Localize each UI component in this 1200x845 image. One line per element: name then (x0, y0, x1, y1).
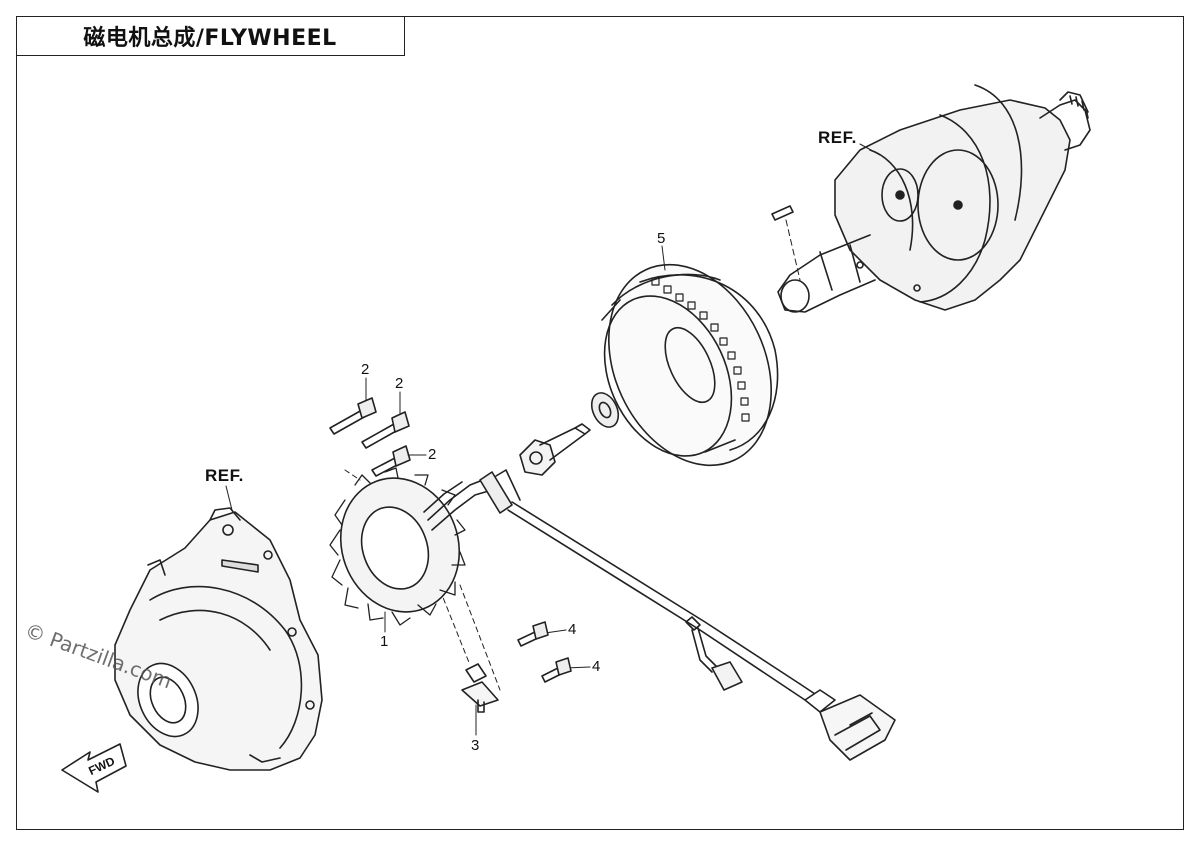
callout-4a: 4 (568, 621, 577, 638)
callout-2a: 2 (361, 361, 370, 378)
stator-bolts (329, 397, 411, 477)
flywheel-rotor (601, 263, 779, 467)
woodruff-key (771, 205, 801, 281)
washer (590, 392, 620, 428)
ref-label-crankshaft: REF. (818, 128, 857, 147)
wiring-harness (479, 469, 896, 761)
rotor-slots (651, 277, 750, 422)
diagram-frame (16, 16, 1184, 830)
stator (329, 467, 493, 626)
callout-4b: 4 (592, 658, 601, 675)
fwd-arrow-icon (61, 743, 127, 793)
wire-clamp (461, 663, 499, 713)
assembly-guides (344, 469, 501, 691)
diagram-title: 磁电机总成/FLYWHEEL (83, 25, 337, 51)
callout-5: 5 (657, 230, 666, 247)
callout-3: 3 (471, 737, 480, 754)
callout-2b: 2 (395, 375, 404, 392)
ref-label-cover: REF. (205, 466, 244, 485)
callout-1: 1 (380, 633, 389, 650)
title-box: 磁电机总成/FLYWHEEL (16, 16, 405, 56)
harness-bolts (517, 621, 572, 683)
callout-2c: 2 (428, 446, 437, 463)
flywheel-bolt (519, 423, 591, 476)
crankshaft (777, 84, 1091, 313)
engine-cover (114, 507, 323, 771)
